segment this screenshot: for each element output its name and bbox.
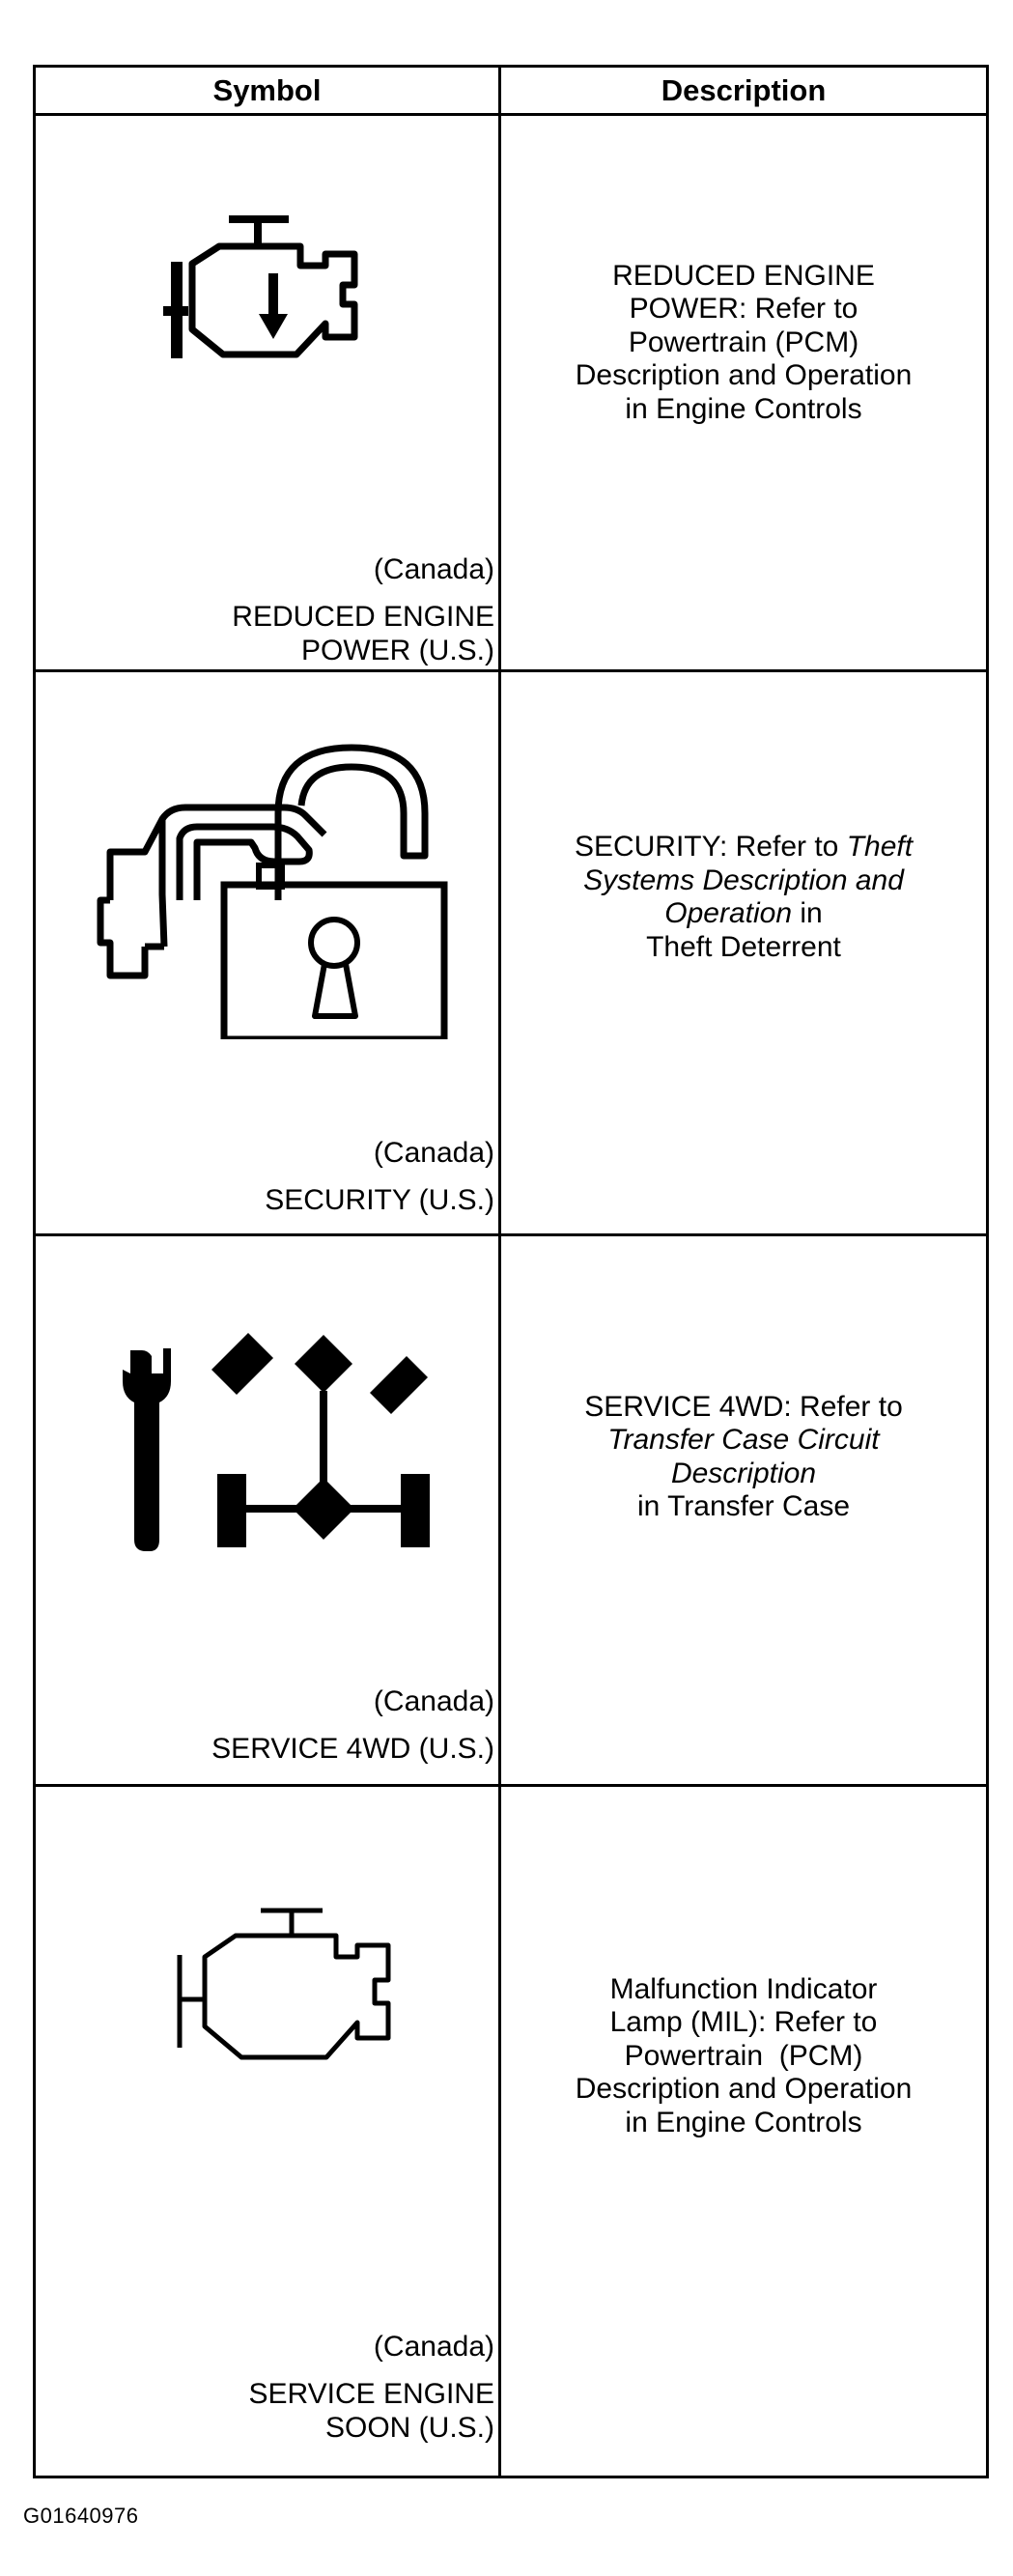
figure-id: G01640976	[23, 2504, 139, 2528]
desc-italic: Transfer Case Circuit	[607, 1424, 880, 1456]
caption-us: SERVICE 4WD (U.S.)	[211, 1733, 494, 1766]
service-4wd-icon	[123, 1333, 430, 1551]
table-row: (Canada) REDUCED ENGINE POWER (U.S.) RED…	[36, 113, 986, 672]
desc-line: Systems Description and	[575, 864, 913, 898]
symbol-cell: (Canada) REDUCED ENGINE POWER (U.S.)	[36, 113, 501, 669]
caption-us: REDUCED ENGINE	[232, 601, 494, 634]
caption-us-line2: POWER (U.S.)	[301, 635, 494, 667]
caption-canada: (Canada)	[373, 1137, 494, 1169]
desc-text: SECURITY: Refer to	[574, 831, 847, 863]
table-header-row: Symbol Description	[36, 68, 986, 116]
description-cell: Malfunction Indicator Lamp (MIL): Refer …	[501, 1787, 986, 2476]
symbol-cell: (Canada) SERVICE ENGINE SOON (U.S.)	[36, 1787, 501, 2476]
desc-line: Malfunction Indicator	[609, 1972, 878, 2005]
desc-line: POWER: Refer to	[629, 293, 858, 326]
caption-canada: (Canada)	[373, 553, 494, 585]
symbol-description-table: Symbol Description (Canada) REDUCED ENGI…	[33, 65, 989, 2478]
description-cell: SECURITY: Refer to Theft Systems Descrip…	[501, 672, 986, 1233]
table-row: (Canada) SERVICE ENGINE SOON (U.S.) Malf…	[36, 1787, 986, 2476]
desc-line: Lamp (MIL): Refer to	[609, 2006, 878, 2039]
check-engine-icon	[177, 1908, 391, 2060]
desc-italic: Systems Description and	[583, 863, 904, 896]
symbol-caption: (Canada) SERVICE ENGINE SOON (U.S.)	[248, 2330, 494, 2445]
desc-line: Operation in	[575, 897, 913, 931]
desc-line: Powertrain (PCM)	[624, 2039, 863, 2072]
desc-line: SECURITY: Refer to Theft	[575, 831, 913, 864]
table-row: (Canada) SERVICE 4WD (U.S.) SERVICE 4WD:…	[36, 1236, 986, 1787]
symbol-cell: (Canada) SECURITY (U.S.)	[36, 672, 501, 1233]
desc-line: SERVICE 4WD: Refer to	[584, 1390, 903, 1423]
symbol-caption: (Canada) SERVICE 4WD (U.S.)	[211, 1684, 494, 1766]
header-description: Description	[661, 72, 827, 107]
engine-reduced-power-icon	[163, 215, 358, 358]
desc-line: Theft Deterrent	[646, 930, 841, 963]
desc-line: Description	[584, 1458, 903, 1491]
symbol-caption: (Canada) SECURITY (U.S.)	[265, 1136, 494, 1217]
security-car-lock-icon	[97, 744, 448, 1039]
caption-us: SERVICE ENGINE	[248, 2378, 494, 2411]
desc-italic: Theft	[846, 831, 914, 863]
caption-canada: (Canada)	[373, 2331, 494, 2363]
desc-line: in Transfer Case	[636, 1490, 851, 1522]
desc-italic: Description	[670, 1457, 817, 1489]
symbol-caption: (Canada) REDUCED ENGINE POWER (U.S.)	[232, 552, 494, 667]
description-cell: REDUCED ENGINE POWER: Refer to Powertrai…	[501, 113, 986, 669]
desc-text: in	[792, 897, 823, 929]
desc-line: REDUCED ENGINE	[612, 259, 875, 292]
caption-us-line2: SOON (U.S.)	[324, 2412, 494, 2445]
table-row: (Canada) SECURITY (U.S.) SECURITY: Refer…	[36, 672, 986, 1236]
desc-line: Description and Operation	[575, 2073, 913, 2106]
header-symbol: Symbol	[36, 68, 501, 113]
description-cell: SERVICE 4WD: Refer to Transfer Case Circ…	[501, 1236, 986, 1784]
desc-italic: Operation	[664, 897, 793, 929]
desc-line: in Engine Controls	[625, 2106, 862, 2138]
desc-line: Transfer Case Circuit	[584, 1424, 903, 1458]
symbol-cell: (Canada) SERVICE 4WD (U.S.)	[36, 1236, 501, 1784]
caption-canada: (Canada)	[373, 1685, 494, 1717]
caption-us: SECURITY (U.S.)	[265, 1184, 494, 1217]
desc-line: Description and Operation	[575, 359, 913, 392]
desc-line: Powertrain (PCM)	[628, 326, 859, 358]
desc-line: in Engine Controls	[625, 392, 862, 425]
